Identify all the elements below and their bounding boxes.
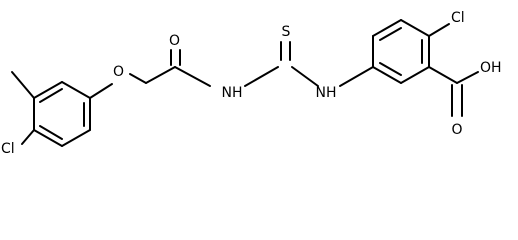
carbonyl-oxygen-atom: O (169, 33, 180, 49)
ring-bond (400, 66, 430, 84)
ring-bond (61, 81, 91, 99)
ring-bond (400, 19, 430, 37)
methyl-bond (11, 71, 35, 99)
ring-bond (33, 81, 63, 99)
chlorine-atom-right: Cl (451, 10, 465, 26)
ether-oxygen-atom: O (113, 64, 124, 80)
nh-thiocarbonyl-bond (244, 66, 279, 87)
chloro-bond-left (21, 129, 35, 145)
ring-bond (372, 66, 402, 84)
ring-bond (372, 19, 402, 37)
molecule-structure: Cl O O NH S NH Cl OH O (1, 10, 502, 157)
nh-aryl-bond (339, 66, 374, 87)
ring-double-bond (379, 62, 402, 76)
thiocarbonyl-nh-bond (291, 66, 319, 87)
hydroxyl-atom: OH (480, 60, 502, 76)
amine-nh-atom: NH (316, 85, 337, 101)
sulfur-atom: S (282, 24, 291, 40)
carboxyl-oh-bond (456, 71, 479, 84)
carbonyl-nh-bond (174, 66, 211, 87)
ch2-carbonyl-bond (145, 66, 176, 84)
carboxyl-oxygen-atom: O (451, 122, 462, 138)
ring-double-bond (379, 27, 402, 41)
chlorobenzoic-acid-ring (372, 19, 430, 84)
amide-nh-atom: NH (222, 85, 243, 101)
chloromethylphenyl-ring (33, 81, 91, 147)
ether-ch2-bond (129, 73, 147, 84)
ring-bond (33, 129, 63, 147)
ring-bond (61, 129, 91, 147)
chlorine-atom-left: Cl (1, 141, 15, 157)
ring-double-bond (39, 88, 63, 103)
chloro-bond-right (428, 23, 450, 37)
ring-carboxyl-bond (428, 66, 458, 84)
aryl-ether-bond (89, 83, 113, 99)
ring-double-bond (39, 125, 63, 140)
